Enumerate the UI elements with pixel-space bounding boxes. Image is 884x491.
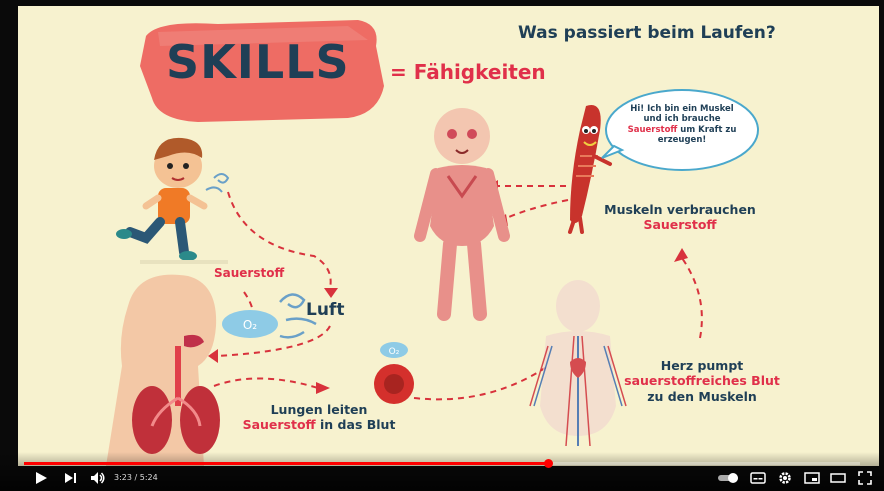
settings-button[interactable]	[778, 471, 792, 485]
mute-button[interactable]	[90, 471, 106, 485]
time-current: 3:23	[114, 473, 132, 482]
next-icon	[64, 472, 77, 484]
lungs-label: Lungen leiten Sauerstoff in das Blut	[234, 402, 404, 433]
progress-scrubber[interactable]	[544, 459, 553, 468]
skills-word: SKILLS	[166, 34, 350, 90]
svg-text:O₂: O₂	[243, 318, 257, 332]
subtitles-button[interactable]	[750, 472, 766, 484]
miniplayer-icon	[804, 472, 820, 484]
heart-label: Herz pumpt sauerstoffreiches Blut zu den…	[614, 358, 790, 404]
subtitles-icon	[750, 472, 766, 484]
fullscreen-button[interactable]	[858, 471, 872, 485]
time-display: 3:23 / 5:24	[114, 473, 158, 482]
play-button[interactable]	[34, 471, 48, 485]
fullscreen-icon	[858, 471, 872, 485]
breath-swirl	[206, 174, 228, 192]
skills-definition: = Fähigkeiten	[390, 60, 546, 84]
arrow-heart-to-muscles	[682, 258, 702, 338]
svg-text:O₂: O₂	[389, 347, 400, 357]
head-lungs-figure	[106, 275, 220, 466]
theater-icon	[830, 472, 846, 484]
theater-button[interactable]	[830, 472, 846, 484]
arrow-lungs-to-blood	[214, 378, 318, 388]
oxygen-label: Sauerstoff	[214, 266, 284, 281]
air-label: Luft	[306, 300, 344, 321]
time-total: 5:24	[140, 473, 158, 482]
volume-icon	[90, 471, 106, 485]
play-icon	[34, 471, 48, 485]
oxygen-bubble: O₂	[222, 310, 278, 338]
muscles-label: Muskeln verbrauchen Sauerstoff	[594, 202, 766, 233]
player-controls: 3:23 / 5:24	[0, 452, 884, 491]
video-frame[interactable]: O₂ O₂	[18, 6, 879, 466]
slide-question: Was passiert beim Laufen?	[518, 23, 776, 44]
next-button[interactable]	[64, 472, 77, 484]
progress-played	[24, 462, 548, 465]
circulation-body-figure	[530, 280, 626, 446]
speech-text: Hi! Ich bin ein Muskel und ich brauche S…	[614, 104, 750, 145]
muscle-body-figure	[420, 108, 504, 314]
progress-track[interactable]	[24, 462, 860, 465]
miniplayer-button[interactable]	[804, 472, 820, 484]
boy-figure	[116, 138, 204, 261]
settings-icon	[778, 471, 792, 485]
blood-cell: O₂	[374, 342, 414, 404]
arrow-muscle-to-body-2	[502, 200, 568, 220]
autoplay-toggle[interactable]	[718, 473, 740, 483]
autoplay-toggle-icon	[718, 473, 740, 483]
arrow-blood-to-heart	[414, 366, 548, 399]
